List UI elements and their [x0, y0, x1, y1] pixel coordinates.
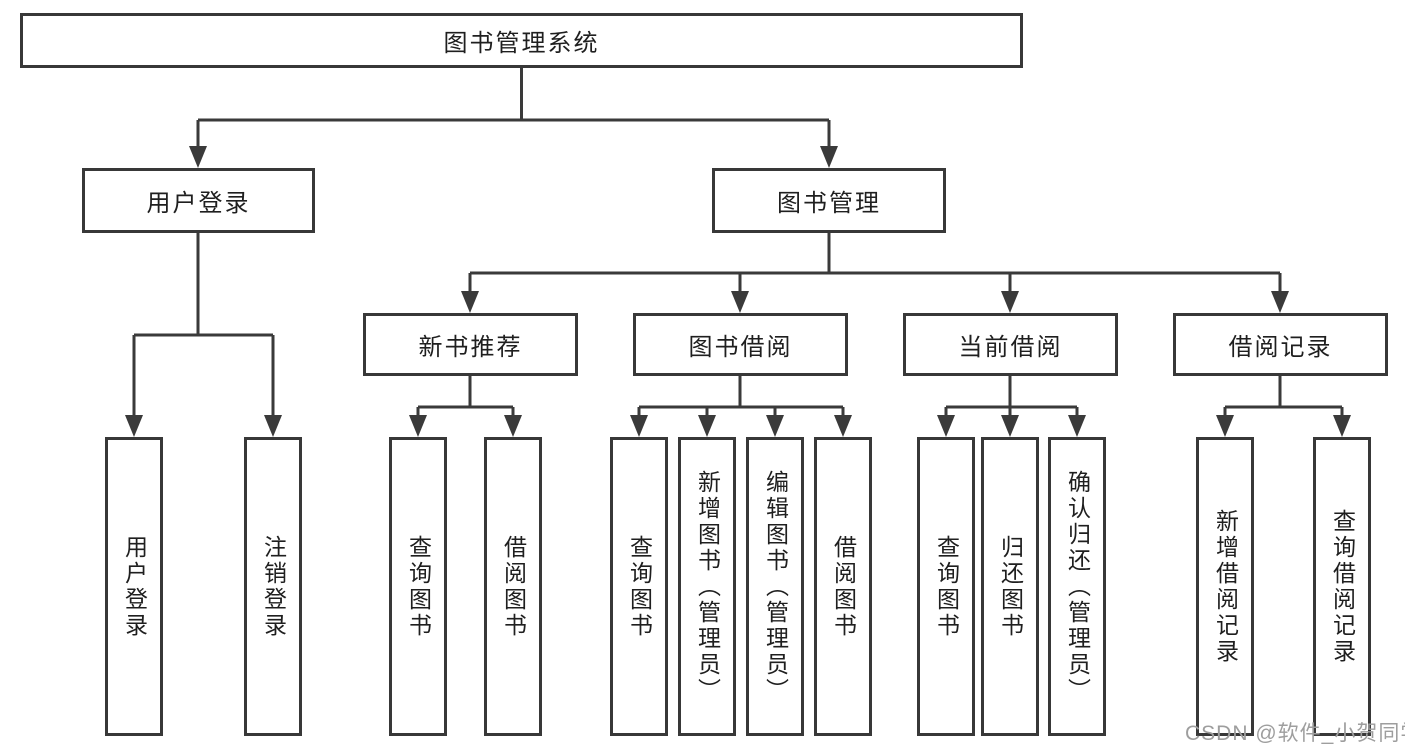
node-label: 归还图书 [997, 534, 1024, 639]
connector-line [196, 68, 831, 148]
node-edit-book-admin: 编辑图书（管理员） [746, 437, 804, 736]
arrow-down-icon [1216, 415, 1234, 437]
arrow-down-icon [189, 146, 207, 168]
node-label: 图书管理系统 [443, 30, 600, 57]
arrow-down-icon [630, 415, 648, 437]
node-label: 确认归还（管理员） [1064, 469, 1091, 704]
connector-line [132, 233, 275, 417]
connector-line [468, 233, 1282, 293]
node-label: 编辑图书（管理员） [762, 469, 789, 704]
arrow-down-icon [766, 415, 784, 437]
node-label: 查询图书 [405, 534, 432, 639]
node-query-book-borrow: 查询图书 [610, 437, 668, 736]
node-return-book: 归还图书 [981, 437, 1039, 736]
node-label: 用户登录 [146, 190, 251, 217]
arrow-down-icon [1068, 415, 1086, 437]
connector-line [944, 376, 1079, 417]
node-label: 新书推荐 [418, 334, 523, 361]
arrow-down-icon [264, 415, 282, 437]
arrow-down-icon [504, 415, 522, 437]
node-label: 当前借阅 [958, 334, 1063, 361]
arrow-down-icon [1271, 291, 1289, 313]
connector-book-management [461, 233, 1289, 313]
connector-borrow-records [1216, 376, 1351, 437]
node-borrow-book-recommend: 借阅图书 [484, 437, 542, 736]
connector-new-book-recommend [409, 376, 522, 437]
arrow-down-icon [1001, 291, 1019, 313]
connector-root [189, 68, 838, 168]
arrow-down-icon [834, 415, 852, 437]
node-label: 借阅图书 [830, 534, 857, 639]
node-label: 借阅记录 [1228, 334, 1333, 361]
node-label: 用户登录 [121, 534, 148, 639]
node-label: 查询图书 [626, 534, 653, 639]
node-book-borrow: 图书借阅 [633, 313, 848, 376]
arrow-down-icon [1001, 415, 1019, 437]
node-borrow-book: 借阅图书 [814, 437, 872, 736]
node-library-system: 图书管理系统 [20, 13, 1023, 68]
node-query-book-recommend: 查询图书 [389, 437, 447, 736]
node-label: 借阅图书 [500, 534, 527, 639]
node-user-login: 用户登录 [82, 168, 315, 233]
node-logout: 注销登录 [244, 437, 302, 736]
arrow-down-icon [461, 291, 479, 313]
node-label: 图书借阅 [688, 334, 793, 361]
node-current-borrow: 当前借阅 [903, 313, 1118, 376]
node-new-book-recommend: 新书推荐 [363, 313, 578, 376]
node-label: 新增图书（管理员） [694, 469, 721, 704]
node-query-book-current: 查询图书 [917, 437, 975, 736]
arrow-down-icon [698, 415, 716, 437]
connector-line [1223, 376, 1344, 417]
arrow-down-icon [937, 415, 955, 437]
arrow-down-icon [731, 291, 749, 313]
node-label: 查询借阅记录 [1329, 508, 1356, 665]
node-add-borrow-record: 新增借阅记录 [1196, 437, 1254, 736]
arrow-down-icon [1333, 415, 1351, 437]
csdn-watermark: CSDN @软件_小贺同学 [1185, 722, 1405, 745]
node-label: 图书管理 [777, 190, 881, 217]
node-label: 新增借阅记录 [1212, 508, 1239, 665]
connector-book-borrow [630, 376, 852, 437]
node-user-login-action: 用户登录 [105, 437, 163, 736]
connector-user-login [125, 233, 282, 437]
node-add-book-admin: 新增图书（管理员） [678, 437, 736, 736]
node-borrow-records: 借阅记录 [1173, 313, 1388, 376]
connector-line [416, 376, 515, 417]
node-label: 查询图书 [933, 534, 960, 639]
connector-line [637, 376, 845, 417]
arrow-down-icon [409, 415, 427, 437]
arrow-down-icon [125, 415, 143, 437]
node-confirm-return-admin: 确认归还（管理员） [1048, 437, 1106, 736]
node-query-borrow-record: 查询借阅记录 [1313, 437, 1371, 736]
node-label: 注销登录 [260, 534, 287, 639]
connector-current-borrow [937, 376, 1086, 437]
node-book-management: 图书管理 [712, 168, 946, 233]
arrow-down-icon [820, 146, 838, 168]
